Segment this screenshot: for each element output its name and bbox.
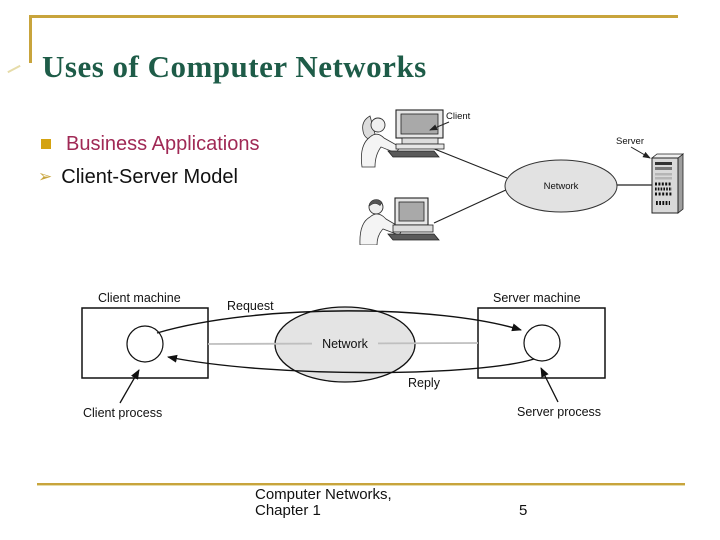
network-label: Network <box>544 181 579 192</box>
client-label: Client <box>446 111 471 122</box>
client-server-figure: Client Network <box>359 109 685 245</box>
client-process-label: Client process <box>83 406 162 420</box>
accent-tick <box>7 64 21 74</box>
network-ellipse: Network <box>504 159 618 213</box>
client-process-pointer <box>119 369 140 404</box>
server-process-label: Server process <box>517 405 601 419</box>
page-title: Uses of Computer Networks <box>42 48 427 84</box>
user2-icon <box>359 199 404 245</box>
bullet-label: Client-Server Model <box>61 166 238 188</box>
request-arrow <box>156 310 522 334</box>
network-label-bg <box>312 334 378 351</box>
bullet-item-business-applications: Business Applications <box>38 131 259 157</box>
request-reply-figure: Client machine Server machine Network Re… <box>81 291 606 420</box>
network-label: Network <box>322 337 369 351</box>
chevron-bullet-icon: ➢ <box>38 167 53 186</box>
client1-network-link <box>431 147 508 179</box>
server-tower-icon <box>650 153 685 214</box>
client1-computer-icon <box>387 109 445 158</box>
client2-network-link <box>433 188 509 224</box>
server-process-circle <box>523 324 561 362</box>
bullet-item-client-server-model: ➢ Client-Server Model <box>38 164 238 190</box>
server-process-pointer <box>540 367 559 403</box>
bullet-label: Business Applications <box>66 133 260 155</box>
title-accent-line-left <box>29 15 32 63</box>
client2-computer-icon <box>387 197 440 241</box>
client-machine-label: Client machine <box>98 291 181 305</box>
server-label-arrow <box>630 146 651 159</box>
user1-icon <box>360 115 401 168</box>
footer-line1: Computer Networks, <box>255 486 392 503</box>
reply-arrow <box>167 354 535 374</box>
footer-text: Computer Networks, Chapter 1 <box>255 487 392 519</box>
page-number: 5 <box>519 502 528 519</box>
square-bullet-icon <box>41 139 51 149</box>
footer-line2: Chapter 1 <box>255 502 321 519</box>
server-label: Server <box>616 136 644 147</box>
footer-accent-line <box>37 483 685 486</box>
server-machine-label: Server machine <box>493 291 581 305</box>
reply-label: Reply <box>408 376 441 390</box>
client-label-arrow <box>429 121 450 131</box>
title-accent-line-top <box>29 15 678 18</box>
client-process-circle <box>126 325 164 363</box>
request-label: Request <box>227 299 274 313</box>
